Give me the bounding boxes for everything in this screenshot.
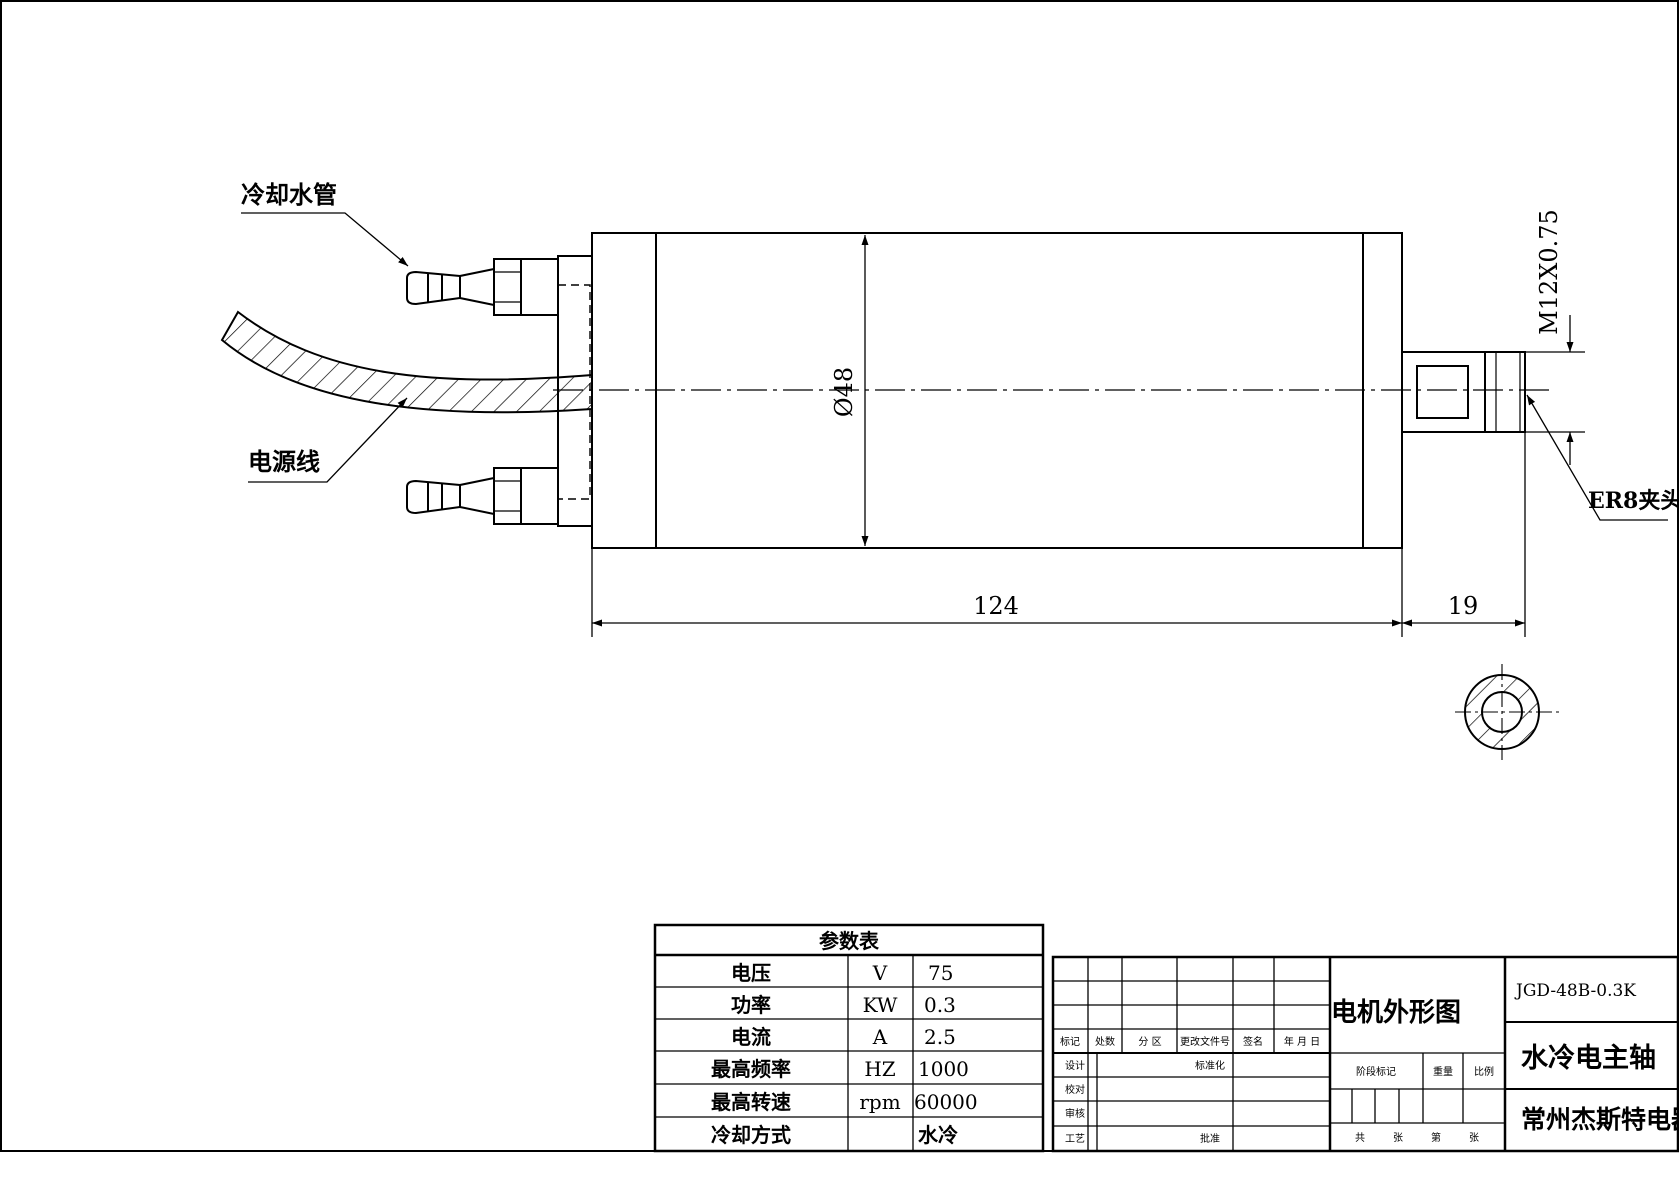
- param-name: 功率: [731, 993, 771, 1017]
- stage-header: 重量: [1433, 1065, 1453, 1078]
- body-length-label: 124: [973, 592, 1019, 620]
- cooling-pipe-leader: [241, 212, 409, 267]
- cooling-pipe-label: 冷却水管: [241, 180, 337, 209]
- sheet-info: 第: [1431, 1131, 1441, 1144]
- rev-header: 标记: [1060, 1036, 1080, 1048]
- param-value: 1000: [918, 1057, 969, 1081]
- param-unit: HZ: [864, 1057, 895, 1081]
- standardize-label: 标准化: [1195, 1059, 1225, 1072]
- drawing-border: [0, 0, 1679, 1152]
- cooling-fitting-lower: [406, 467, 559, 525]
- rev-header: 签名: [1243, 1035, 1263, 1048]
- cooling-fitting-upper: [406, 258, 559, 316]
- param-name: 最高转速: [711, 1090, 791, 1114]
- rev-header: 分 区: [1138, 1036, 1161, 1048]
- rev-header: 年 月 日: [1284, 1035, 1320, 1048]
- param-unit: A: [872, 1025, 888, 1049]
- sign-row-label: 工艺: [1065, 1133, 1085, 1145]
- param-name: 最高频率: [711, 1057, 791, 1081]
- param-value: 0.3: [924, 993, 956, 1017]
- drawing-title: 电机外形图: [1331, 998, 1461, 1028]
- param-unit: V: [872, 961, 888, 985]
- rev-header: 更改文件号: [1180, 1035, 1230, 1048]
- thread-label: M12X0.75: [1535, 209, 1563, 335]
- param-value: 75: [928, 961, 953, 985]
- sheet-info: 张: [1469, 1132, 1479, 1144]
- param-value: 60000: [914, 1090, 978, 1114]
- drawing-number: JGD-48B-0.3K: [1514, 981, 1636, 1001]
- shaft: [1401, 351, 1526, 433]
- rev-header: 处数: [1095, 1035, 1115, 1048]
- approve-label: 批准: [1200, 1132, 1220, 1145]
- sign-row-label: 校对: [1065, 1083, 1085, 1096]
- param-name: 冷却方式: [711, 1123, 791, 1147]
- title-block: 标记 处数 分 区 更改文件号 签名 年 月 日 设计 校对 审核 工艺 标准化…: [1051, 955, 1679, 1153]
- param-value: 2.5: [924, 1025, 956, 1049]
- thread-dimension: [1525, 315, 1585, 465]
- power-cable: [220, 310, 593, 414]
- product-name: 水冷电主轴: [1521, 1043, 1656, 1074]
- param-name: 电流: [731, 1025, 771, 1049]
- param-name: 电压: [731, 961, 771, 985]
- company-name: 常州杰斯特电器: [1521, 1105, 1679, 1134]
- collet-leader: [1526, 394, 1668, 521]
- end-view: [1455, 664, 1560, 760]
- power-cable-label: 电源线: [248, 447, 320, 476]
- sheet-info: 张: [1393, 1132, 1403, 1144]
- collet-label: ER8夹头: [1588, 488, 1679, 514]
- sheet-info: 共: [1355, 1132, 1365, 1144]
- param-value: 水冷: [918, 1123, 958, 1147]
- param-unit: rpm: [859, 1090, 900, 1114]
- shaft-length-label: 19: [1448, 592, 1479, 620]
- stage-header: 比例: [1474, 1065, 1494, 1078]
- length-dimension: [591, 432, 1526, 637]
- param-table-title: 参数表: [819, 929, 880, 953]
- diameter-label: Ø48: [830, 367, 858, 417]
- parameter-table: 参数表 电压 V 75 功率 KW 0.3 电流 A 2.5 最高频率 HZ 1…: [653, 923, 1045, 1153]
- stage-header: 阶段标记: [1356, 1065, 1396, 1078]
- sign-row-label: 设计: [1065, 1059, 1085, 1072]
- param-unit: KW: [863, 993, 898, 1017]
- power-cable-leader: [248, 397, 408, 483]
- sign-row-label: 审核: [1065, 1107, 1085, 1120]
